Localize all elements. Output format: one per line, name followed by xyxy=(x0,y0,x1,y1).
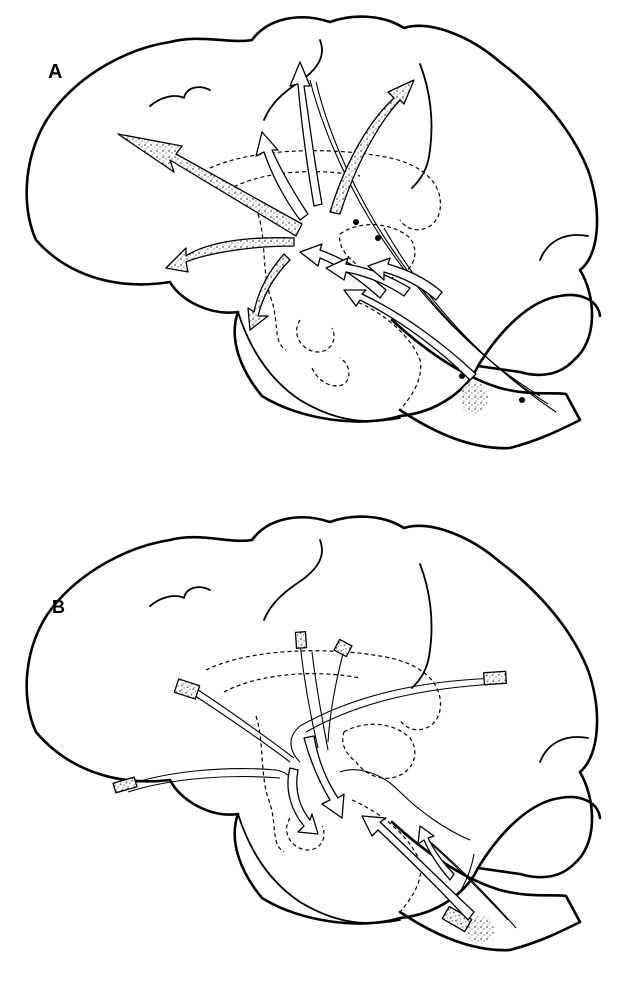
sulcus-frontal xyxy=(150,587,210,606)
brain-diagram-b xyxy=(0,500,622,998)
hypothalamus xyxy=(297,320,334,352)
arrow-curve-cortical xyxy=(288,768,318,834)
fiber-node-1 xyxy=(353,219,359,225)
arrow-occipital xyxy=(330,80,414,214)
arrow-descending-main xyxy=(304,736,344,818)
ventricle-lateral xyxy=(210,151,440,230)
panel-a: A xyxy=(0,0,622,500)
fissure-parietal xyxy=(412,564,432,688)
origin-nucleus xyxy=(460,382,488,414)
caudate xyxy=(256,716,284,852)
fissure-parietal xyxy=(412,64,432,188)
fiber-dorsal-2 xyxy=(192,686,294,758)
fiber-node-2 xyxy=(375,235,381,241)
amygdala xyxy=(312,358,349,386)
terminal-parietal-1 xyxy=(295,632,306,649)
fiber-node-4 xyxy=(519,397,525,403)
brain-diagram-a xyxy=(0,0,622,500)
cerebellum-fold xyxy=(540,235,588,260)
fiber-parietal-1 xyxy=(300,644,318,748)
ventricle-lateral xyxy=(206,651,440,730)
terminal-parietal-2 xyxy=(334,639,352,656)
brainstem-outline xyxy=(392,320,580,448)
terminal-dorsal xyxy=(174,679,199,699)
cerebrum-outline xyxy=(27,17,597,422)
fissure-central xyxy=(264,540,322,620)
fiber-frontal xyxy=(124,769,298,790)
fiber-parietal-2 xyxy=(312,652,328,750)
hippocampus xyxy=(352,300,421,410)
cerebellum-fold xyxy=(540,737,588,762)
fiber-dorsal xyxy=(186,690,290,762)
cerebellum-outline xyxy=(478,295,600,366)
fiber-ascending xyxy=(340,770,470,840)
fiber-parietal-3 xyxy=(328,650,344,742)
sulcus-frontal xyxy=(150,87,210,106)
temporal-lobe xyxy=(238,312,400,421)
arrow-parietal-up xyxy=(290,62,322,206)
panel-b: B xyxy=(0,500,622,998)
ventricle-inner xyxy=(224,674,360,692)
terminal-occipital xyxy=(484,671,507,685)
